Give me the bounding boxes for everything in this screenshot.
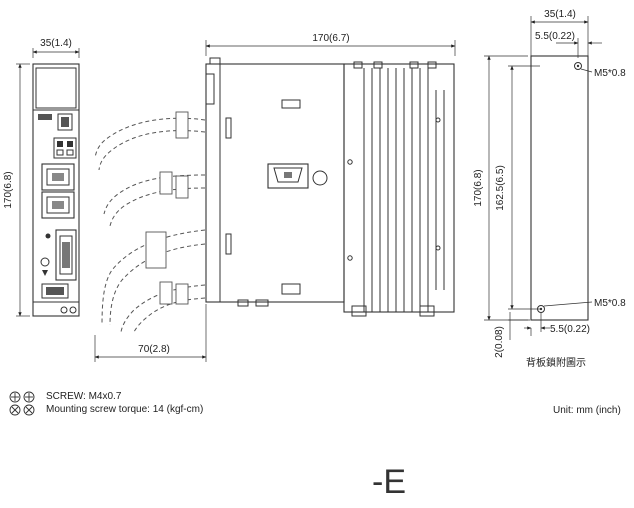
torque-note: Mounting screw torque: 14 (kgf-cm) (46, 404, 204, 415)
screw-bottom-label: M5*0.8 (594, 298, 626, 309)
plate-height-label: 170(6.8) (473, 169, 484, 206)
torque-icon-1 (9, 404, 21, 416)
torque-icon-2 (23, 404, 35, 416)
screw-note: SCREW: M4x0.7 (46, 391, 122, 402)
plate-caption: 背板鎖附圖示 (526, 356, 586, 369)
plate-pitch-label: 162.5(6.5) (495, 165, 506, 211)
screw-icon-2 (23, 391, 35, 403)
plate-top-offset-label: 5.5(0.22) (535, 31, 575, 42)
back-plate-view (484, 16, 602, 340)
cable-tie-blocks (145, 111, 189, 305)
plate-bottom-margin-label: 2(0.08) (494, 326, 505, 358)
screw-top-label: M5*0.8 (594, 68, 626, 79)
plate-width-label: 35(1.4) (544, 9, 576, 20)
side-view (94, 40, 456, 362)
front-width-label: 35(1.4) (40, 38, 72, 49)
screw-icon-1 (9, 391, 21, 403)
front-view (16, 48, 80, 317)
front-height-label: 170(6.8) (3, 171, 14, 208)
cable-length-label: 70(2.8) (138, 344, 170, 355)
cable-sketch (94, 117, 206, 333)
unit-note: Unit: mm (inch) (553, 405, 621, 416)
side-depth-label: 170(6.7) (312, 33, 349, 44)
model-suffix: -E (372, 463, 406, 501)
plate-bottom-offset-label: 5.5(0.22) (550, 324, 590, 335)
